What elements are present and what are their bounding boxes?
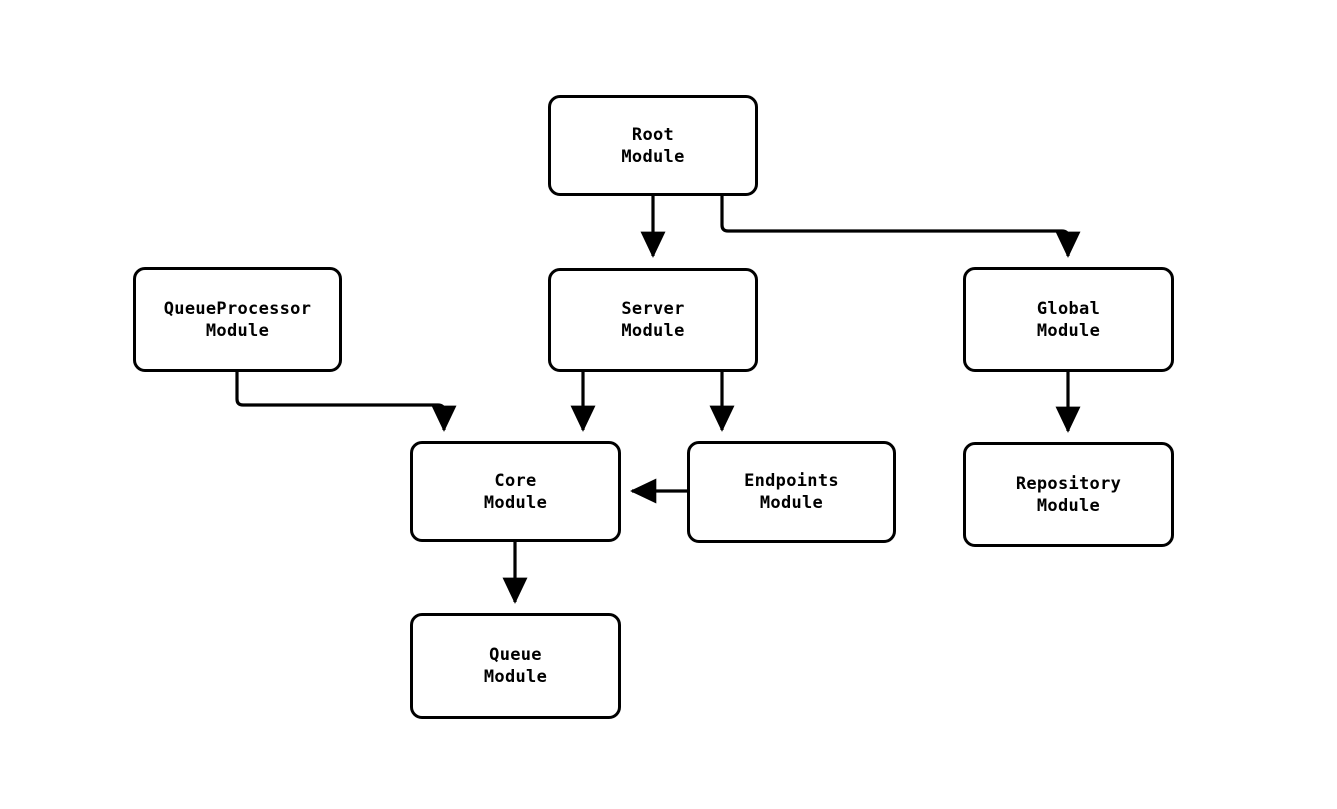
node-label-endpoints: Endpoints [744, 471, 839, 491]
node-sublabel-root: Module [621, 146, 685, 167]
node-label-server: Server [621, 299, 685, 319]
node-sublabel-queueprocessor: Module [205, 320, 270, 341]
node-sublabel-core: Module [483, 492, 548, 513]
node-label-repository: Repository [1015, 473, 1122, 494]
node-sublabel-server: Module [621, 321, 685, 341]
node-sublabel-global: Module [1036, 320, 1101, 341]
edge-root-to-global [720, 196, 1081, 258]
node-sublabel-queue: Module [483, 667, 548, 687]
node-label-queueprocessor: QueueProcessor [163, 298, 312, 319]
node-sublabel-endpoints: Module [759, 493, 824, 513]
edge-queueprocessor-to-core [235, 372, 457, 432]
node-sublabel-repository: Module [1036, 495, 1101, 516]
node-label-root: Root [631, 124, 675, 145]
node-label-queue: Queue [489, 645, 542, 665]
node-label-global: Global [1036, 298, 1101, 319]
node-label-core: Core [494, 470, 537, 491]
